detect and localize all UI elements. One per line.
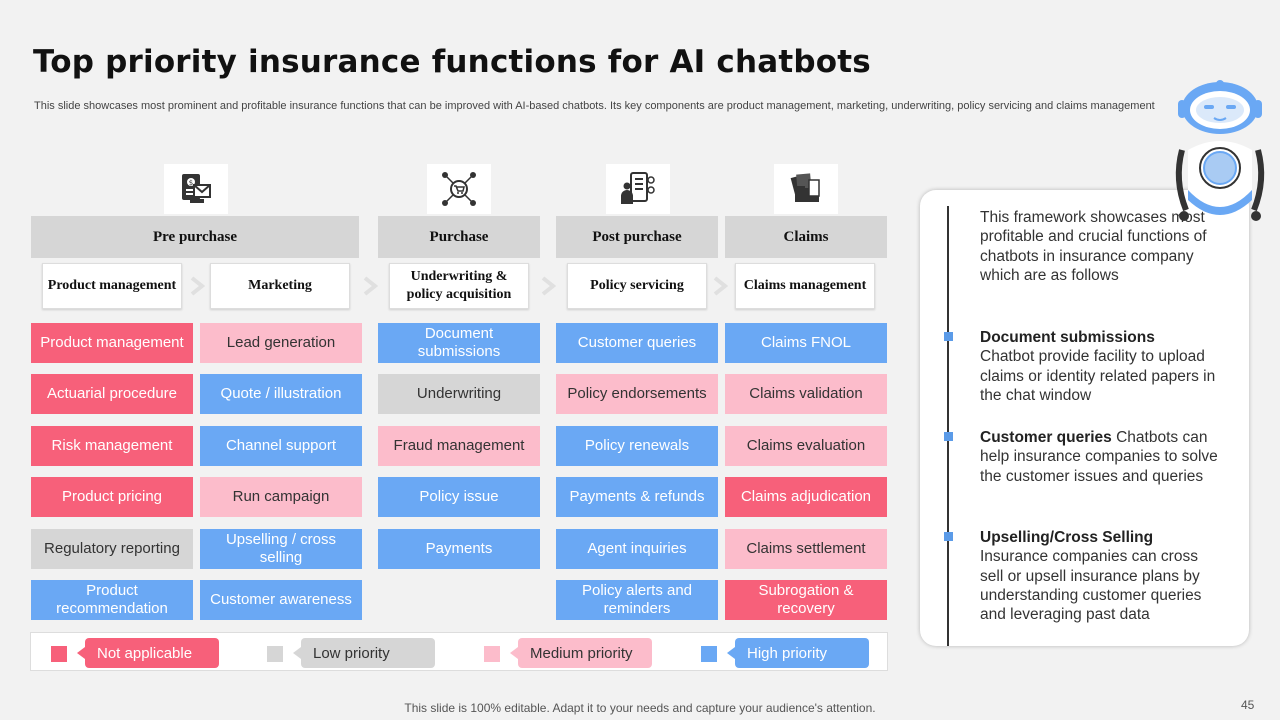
legend-not-applicable: Not applicable <box>77 638 219 668</box>
function-claims-management: Claims management <box>735 263 875 309</box>
grid-cell: Policy endorsements <box>556 374 718 414</box>
grid-cell: Claims evaluation <box>725 426 887 466</box>
grid-cell: Run campaign <box>200 477 362 517</box>
legend-low-priority: Low priority <box>293 638 435 668</box>
robot-icon <box>1175 80 1265 221</box>
grid-cell: Subrogation & recovery <box>725 580 887 620</box>
stage-pre-purchase: Pre purchase <box>31 216 359 258</box>
function-underwriting: Underwriting & policy acquisition <box>389 263 529 309</box>
info-panel <box>920 190 1249 646</box>
function-policy-servicing: Policy servicing <box>567 263 707 309</box>
bullet-marker <box>944 532 953 541</box>
grid-cell: Claims settlement <box>725 529 887 569</box>
grid-cell: Policy renewals <box>556 426 718 466</box>
function-marketing: Marketing <box>210 263 350 309</box>
grid-cell: Policy issue <box>378 477 540 517</box>
grid-cell: Fraud management <box>378 426 540 466</box>
grid-cell: Actuarial procedure <box>31 374 193 414</box>
grid-cell: Agent inquiries <box>556 529 718 569</box>
panel-point-customer-queries: Customer queries Chatbots can help insur… <box>980 429 1218 485</box>
chevron-right-icon <box>363 276 379 296</box>
grid-cell: Quote / illustration <box>200 374 362 414</box>
grid-cell: Lead generation <box>200 323 362 363</box>
grid-cell: Product management <box>31 323 193 363</box>
chevron-right-icon <box>190 276 206 296</box>
priority-legend: Not applicable Low priority Medium prior… <box>30 632 888 671</box>
svg-text:$: $ <box>189 179 193 187</box>
stage-post-purchase: Post purchase <box>556 216 718 258</box>
network-cart-icon <box>427 164 491 214</box>
grid-cell: Payments <box>378 529 540 569</box>
stage-purchase: Purchase <box>378 216 540 258</box>
grid-cell: Claims FNOL <box>725 323 887 363</box>
grid-cell: Claims adjudication <box>725 477 887 517</box>
grid-cell: Policy alerts and reminders <box>556 580 718 620</box>
grid-cell: Payments & refunds <box>556 477 718 517</box>
function-product-management: Product management <box>42 263 182 309</box>
slide-title: Top priority insurance functions for AI … <box>33 44 871 80</box>
mobile-user-icon <box>606 164 670 214</box>
bullet-marker <box>944 332 953 341</box>
legend-high-priority: High priority <box>727 638 869 668</box>
legend-swatch-low <box>267 646 283 662</box>
slide-subtitle: This slide showcases most prominent and … <box>34 100 1155 112</box>
panel-divider <box>947 206 949 646</box>
grid-cell: Product recommendation <box>31 580 193 620</box>
panel-intro: This framework showcases most profitable… <box>980 209 1207 284</box>
document-dollar-icon: $ <box>164 164 228 214</box>
paper-folder-icon <box>774 164 838 214</box>
legend-swatch-medium <box>484 646 500 662</box>
grid-cell: Product pricing <box>31 477 193 517</box>
chevron-right-icon <box>713 276 729 296</box>
grid-cell: Customer queries <box>556 323 718 363</box>
legend-swatch-high <box>701 646 717 662</box>
grid-cell: Document submissions <box>378 323 540 363</box>
footer-note: This slide is 100% editable. Adapt it to… <box>404 701 876 715</box>
grid-cell: Customer awareness <box>200 580 362 620</box>
legend-swatch-na <box>51 646 67 662</box>
grid-cell: Channel support <box>200 426 362 466</box>
legend-medium-priority: Medium priority <box>510 638 652 668</box>
page-number: 45 <box>1241 698 1255 712</box>
grid-cell: Underwriting <box>378 374 540 414</box>
grid-cell: Regulatory reporting <box>31 529 193 569</box>
bullet-marker <box>944 432 953 441</box>
grid-cell: Claims validation <box>725 374 887 414</box>
grid-cell: Upselling / cross selling <box>200 529 362 569</box>
chevron-right-icon <box>541 276 557 296</box>
stage-claims: Claims <box>725 216 887 258</box>
grid-cell: Risk management <box>31 426 193 466</box>
